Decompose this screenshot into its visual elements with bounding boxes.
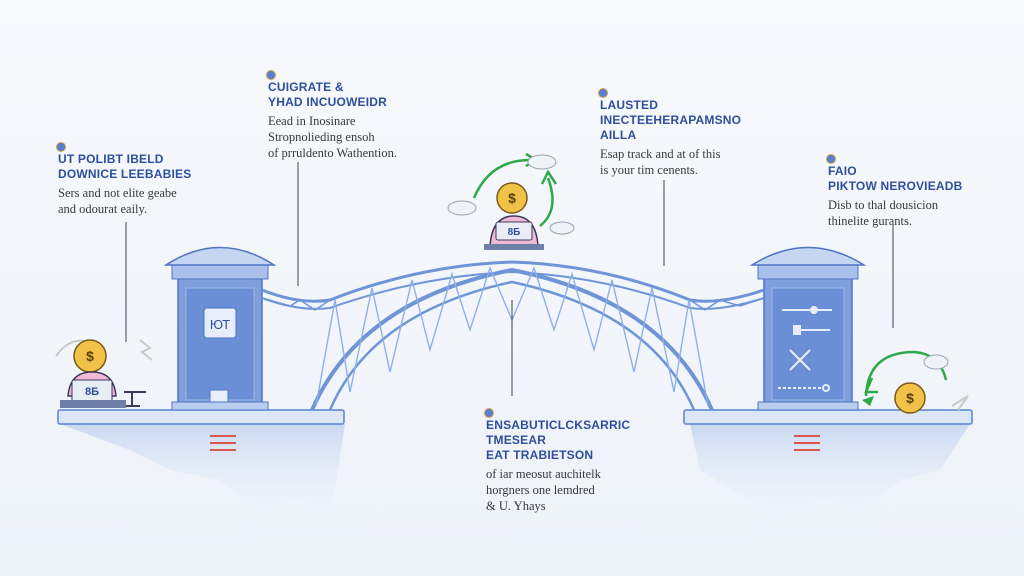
right-pier: [749, 246, 867, 411]
left-coin-symbol: $: [86, 348, 94, 364]
annotation-body: Sers and not elite geabe: [58, 186, 177, 200]
bullet-icon: [598, 88, 608, 98]
annotation-left: UT POLIBT IBELD DOWNICE LEEBABIES Sers a…: [56, 142, 192, 217]
right-coin-gauge: [862, 350, 969, 414]
annotation-title: INECTEEHERAPAMSNO: [600, 113, 742, 127]
annotation-upper-left: CUIGRATE & YHAD INCUOWEIDR Eead in Inosi…: [266, 70, 397, 161]
left-figure-badge: 8Б: [85, 386, 99, 398]
annotation-title: YHAD INCUOWEIDR: [268, 95, 387, 109]
annotation-title: EAT TRABIETSON: [486, 448, 594, 462]
right-coin-symbol: $: [906, 390, 914, 406]
annotation-title: ENSABUTICLCKSARRIC: [486, 418, 631, 432]
annotation-body: horgners one lemdred: [486, 483, 595, 497]
bullet-icon: [56, 142, 66, 152]
annotation-title: AILLA: [600, 128, 637, 142]
bullet-icon: [266, 70, 276, 80]
annotation-upper-right: LAUSTED INECTEEHERAPAMSNO AILLA Esap tra…: [598, 88, 742, 178]
left-cliff: [60, 424, 345, 520]
left-red-marker: [210, 435, 236, 451]
bullet-icon: [484, 408, 494, 418]
left-pier-panel-label: ЮТ: [210, 317, 230, 332]
annotation-body: & U. Yhays: [486, 499, 546, 513]
bullet-icon: [826, 154, 836, 164]
bridge-arch: [261, 260, 765, 411]
annotation-body: Esap track and at of this: [600, 147, 721, 161]
left-pier: [163, 246, 277, 411]
annotation-body: of prruldento Wathention.: [268, 146, 397, 160]
left-person-figure: [55, 339, 153, 408]
annotation-title: UT POLIBT IBELD: [58, 152, 164, 166]
annotation-title: LAUSTED: [600, 98, 659, 112]
center-person-figure: [447, 152, 575, 250]
right-cliff: [690, 424, 970, 520]
annotation-body: of iar meosut auchitelk: [486, 467, 601, 481]
annotation-title: CUIGRATE &: [268, 80, 344, 94]
annotation-body: is your tim cenents.: [600, 163, 698, 177]
annotation-title: FAIO: [828, 164, 857, 178]
annotation-title: PIKTOW NEROVIEADB: [828, 179, 963, 193]
center-figure-badge: 8Б: [508, 227, 521, 238]
right-ledge: [683, 409, 973, 425]
annotation-body: thinelite gurants.: [828, 214, 913, 228]
annotation-title: DOWNICE LEEBABIES: [58, 167, 192, 181]
annotation-center: ENSABUTICLCKSARRIC TMESEAR EAT TRABIETSO…: [484, 408, 631, 514]
annotation-title: TMESEAR: [486, 433, 547, 447]
annotation-body: Eead in Inosinare: [268, 114, 356, 128]
annotation-right: FAIO PIKTOW NEROVIEADB Disb to thal dous…: [826, 154, 963, 229]
annotation-body: Disb to thal dousicion: [828, 198, 939, 212]
right-pier-control-icons: [778, 306, 832, 392]
annotation-body: and odourat eaily.: [58, 202, 148, 216]
center-coin-symbol: $: [508, 190, 516, 206]
left-ledge: [57, 409, 345, 425]
annotation-body: Stropnolieding ensoh: [268, 130, 375, 144]
right-red-marker: [794, 435, 820, 451]
